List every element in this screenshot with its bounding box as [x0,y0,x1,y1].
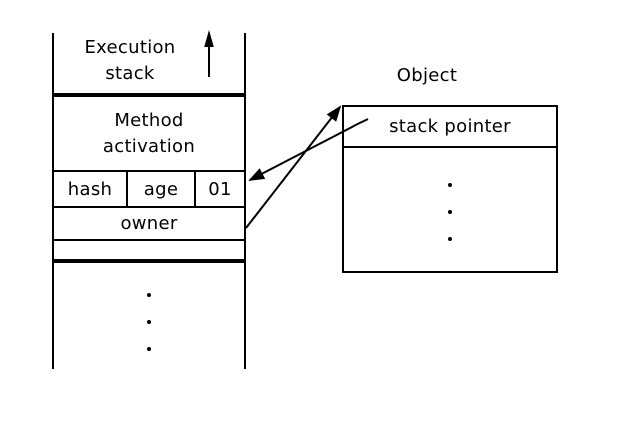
object-box: stack pointer [342,105,558,273]
execution-stack-title: Execution stack [84,37,176,84]
object-ellipsis [344,148,556,241]
execution-stack-header: Execution stack [54,30,244,93]
ellipsis-dot [147,347,151,351]
ellipsis-dot [448,210,452,214]
stack-top-thick-divider [52,93,246,97]
execution-stack: Execution stack Method activation hash a… [52,30,246,369]
ellipsis-dot [448,237,452,241]
stack-growth-up-arrow-icon [204,30,214,77]
object-title: Object [396,65,458,86]
stack-pointer-field: stack pointer [344,107,556,148]
hash-field: hash [54,172,128,206]
stack-ellipsis [54,263,244,369]
frame-header-row: hash age 01 [54,172,244,208]
empty-slot [54,241,244,259]
ellipsis-dot [147,293,151,297]
tag-field: 01 [208,178,232,200]
owner-to-object-arrow [245,105,342,229]
stack-bottom-thick-divider [52,259,246,263]
method-activation-frame: Method activation [54,97,244,172]
ellipsis-dot [448,183,452,187]
ellipsis-dot [147,320,151,324]
age-field: age [128,172,196,206]
owner-field: owner [54,208,244,241]
